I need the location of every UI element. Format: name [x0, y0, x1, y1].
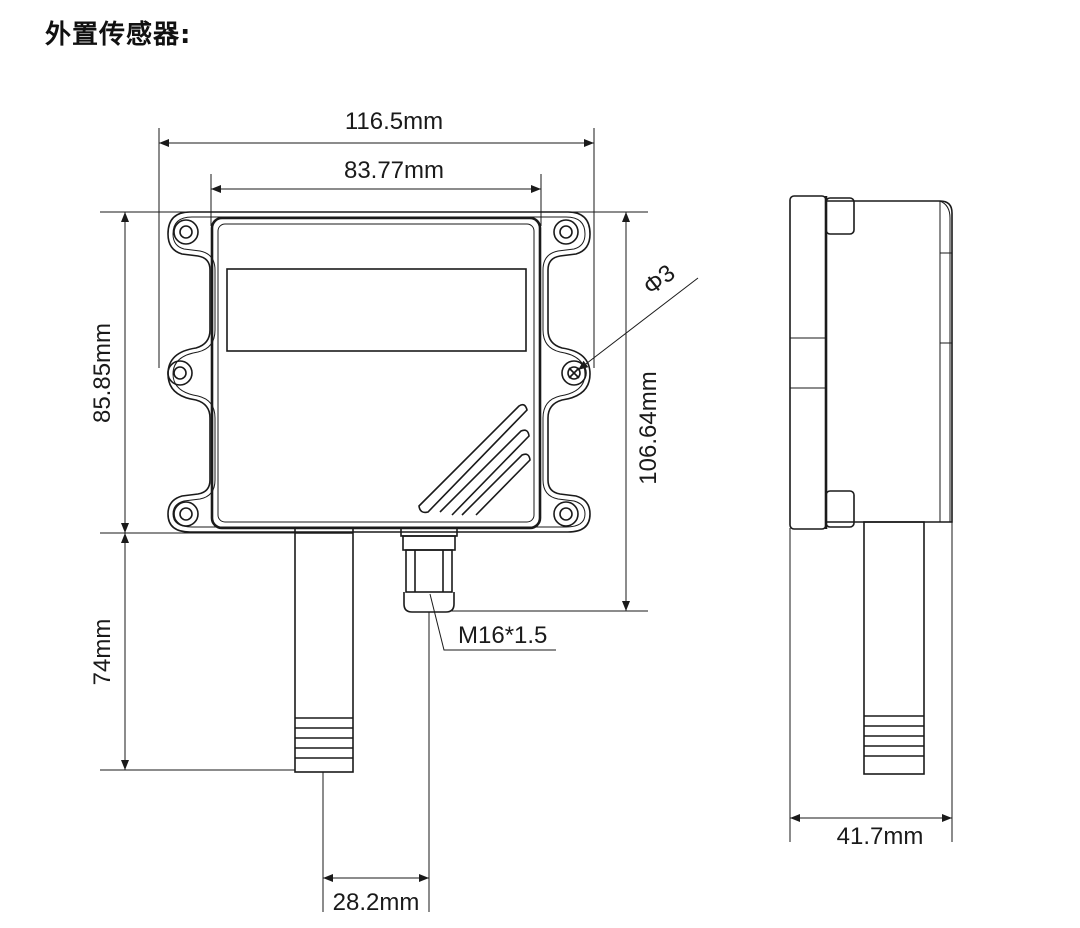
mounting-hole-bottom-right [553, 501, 579, 527]
housing-body [210, 216, 542, 530]
dim-overall-width: 116.5mm [345, 108, 443, 135]
dim-body-height: 85.85mm [89, 323, 116, 423]
mounting-flange [167, 211, 591, 533]
dim-gland-thread: M16*1.5 [458, 622, 547, 649]
sensor-probe [294, 527, 354, 773]
mounting-hole-bottom-left [173, 501, 199, 527]
page-title: 外置传感器: [45, 20, 192, 50]
dimension-lines [121, 139, 952, 882]
dim-probe-offset: 28.2mm [333, 889, 420, 916]
display-window [226, 268, 527, 352]
mounting-hole-mid-left [167, 360, 193, 386]
dim-hole-spacing: 83.77mm [344, 157, 444, 184]
mounting-hole-top-right [553, 219, 579, 245]
extension-lines [100, 128, 953, 912]
dim-probe-length: 74mm [89, 619, 116, 686]
mounting-hole-mid-right [561, 360, 587, 386]
side-view [789, 195, 953, 775]
cable-gland [400, 527, 458, 613]
dim-total-height: 106.64mm [635, 371, 662, 484]
front-view [167, 211, 591, 773]
dim-depth: 41.7mm [837, 823, 924, 850]
dim-hole-diameter: Φ3 [638, 259, 680, 300]
mounting-hole-top-left [173, 219, 199, 245]
vent-slots [418, 403, 531, 516]
